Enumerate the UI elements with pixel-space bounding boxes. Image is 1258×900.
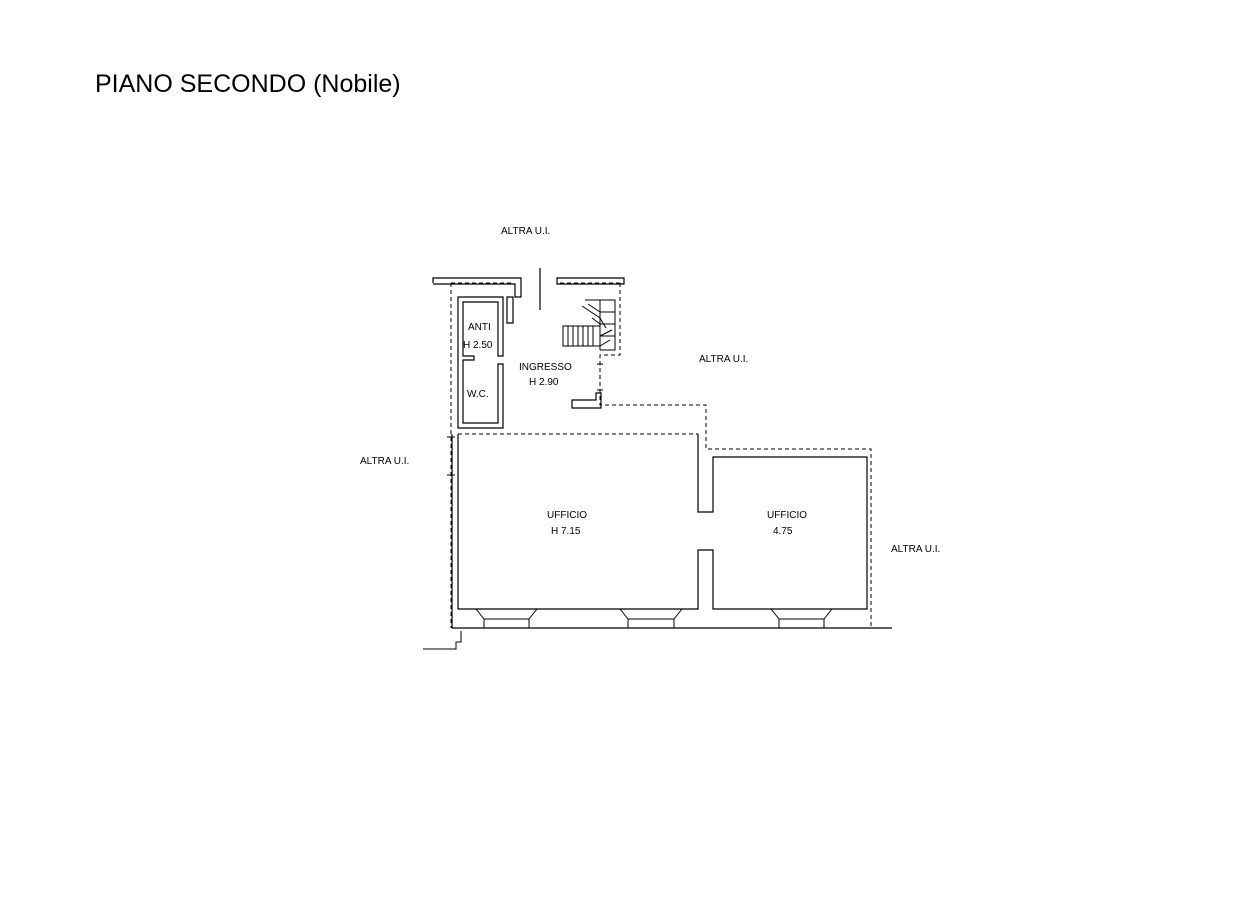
room-height-ingresso: H 2.90	[529, 377, 559, 388]
step-outline	[423, 631, 462, 650]
property-boundary	[450, 282, 872, 628]
room-height-ufficio-right: 4.75	[773, 526, 793, 537]
door-markers	[447, 363, 603, 476]
room-label-ingresso: INGRESSO	[519, 362, 572, 373]
room-label-ufficio-right: UFFICIO	[767, 510, 807, 521]
room-label-wc: W.C.	[467, 389, 489, 400]
neighbor-label-left: ALTRA U.I.	[360, 456, 409, 467]
ingresso-wall	[571, 392, 602, 409]
entrance-walls	[432, 268, 625, 310]
staircase	[562, 299, 616, 351]
neighbor-label-right-lower: ALTRA U.I.	[891, 544, 940, 555]
neighbor-label-right-upper: ALTRA U.I.	[699, 354, 748, 365]
service-block	[457, 296, 514, 429]
room-label-anti: ANTI	[468, 322, 491, 333]
bay-windows	[475, 608, 833, 628]
neighbor-label-top: ALTRA U.I.	[501, 226, 550, 237]
ufficio-left-room	[451, 434, 892, 629]
room-height-anti: H 2.50	[463, 340, 493, 351]
room-height-ufficio-left: H 7.15	[551, 526, 581, 537]
page-title: PIANO SECONDO (Nobile)	[95, 70, 401, 98]
room-label-ufficio-left: UFFICIO	[547, 510, 587, 521]
